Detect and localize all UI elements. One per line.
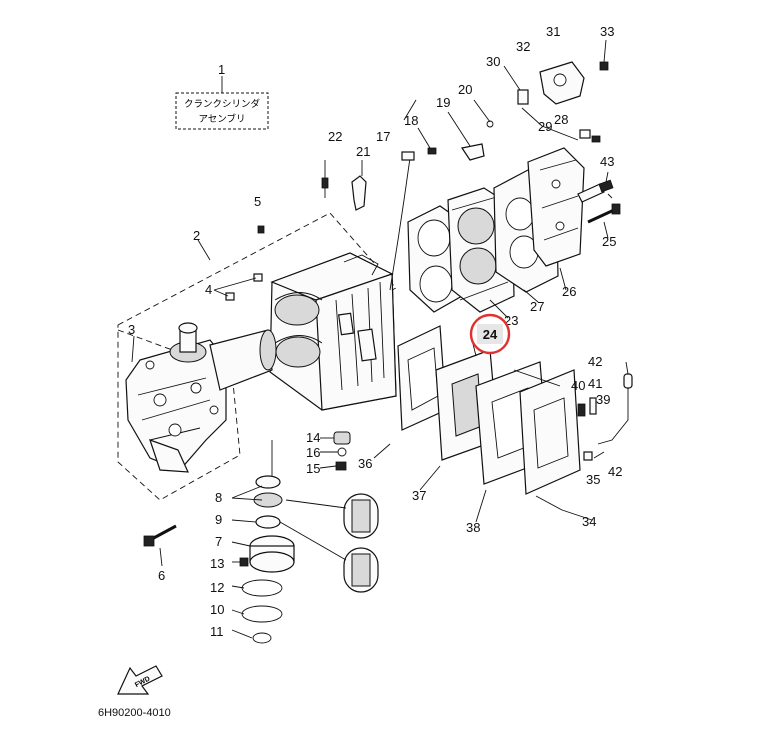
exhaust-cover-34 xyxy=(519,369,581,495)
part-label-16: 16 xyxy=(306,445,320,460)
part-label-15: 15 xyxy=(306,461,320,476)
crankshaft-assembly xyxy=(125,322,277,473)
part-label-12: 12 xyxy=(210,580,224,595)
part-label-14: 14 xyxy=(306,430,320,445)
part-label-2: 2 xyxy=(193,228,200,243)
part-label-13: 13 xyxy=(210,556,224,571)
part-label-21: 21 xyxy=(356,144,370,159)
part-label-43: 43 xyxy=(600,154,614,169)
part-label-37: 37 xyxy=(412,488,426,503)
part-label-9: 9 xyxy=(215,512,222,527)
part-label-38: 38 xyxy=(466,520,480,535)
part-label-30: 30 xyxy=(486,54,500,69)
part-label-41: 41 xyxy=(588,376,602,391)
assembly-label-line1: クランクシリンダ xyxy=(184,98,261,110)
highlighted-part-24[interactable]: 24 xyxy=(469,313,511,355)
part-label-40: 40 xyxy=(571,378,585,393)
head-gasket xyxy=(407,205,463,313)
part-label-42-upper: 42 xyxy=(588,354,602,369)
part-label-27: 27 xyxy=(530,299,544,314)
bolt-25 xyxy=(587,203,621,224)
hose-17 xyxy=(389,151,415,291)
exhaust-gasket-36 xyxy=(397,325,447,431)
part-label-1: 1 xyxy=(218,62,225,77)
part-label-25: 25 xyxy=(602,234,616,249)
part-label-35: 35 xyxy=(586,472,600,487)
spark-plug xyxy=(577,171,614,203)
part-label-29: 29 xyxy=(538,119,552,134)
bolt-18 xyxy=(417,127,437,155)
bolts-39-42 xyxy=(577,361,633,461)
part-label-5: 5 xyxy=(254,194,261,209)
part-label-8: 8 xyxy=(215,490,222,505)
bolt-22 xyxy=(321,160,329,198)
part-label-19: 19 xyxy=(436,95,450,110)
part-label-34: 34 xyxy=(582,514,596,529)
leader-lines xyxy=(131,99,613,639)
part-label-39: 39 xyxy=(596,392,610,407)
assembly-label-line2: アセンブリ xyxy=(198,113,245,125)
assembly-label-box: クランクシリンダ アセンブリ xyxy=(175,76,269,130)
dowel-pins xyxy=(213,225,265,301)
part-label-31: 31 xyxy=(546,24,560,39)
part-label-6: 6 xyxy=(158,568,165,583)
catalog-code: 6H90200-4010 xyxy=(98,707,171,719)
bearing-detail xyxy=(279,493,379,593)
part-label-36: 36 xyxy=(358,456,372,471)
assembly-outline xyxy=(117,212,397,501)
part-label-18: 18 xyxy=(404,113,418,128)
part-label-24: 24 xyxy=(483,327,498,342)
part-label-20: 20 xyxy=(458,82,472,97)
part-label-22: 22 xyxy=(328,129,342,144)
cylinder-block xyxy=(269,252,397,411)
head-cover-26 xyxy=(527,147,585,267)
part-label-7: 7 xyxy=(215,534,222,549)
bolt-6 xyxy=(143,524,177,567)
part-label-32: 32 xyxy=(516,39,530,54)
crank-lower-parts xyxy=(239,431,351,644)
part-label-3: 3 xyxy=(128,322,135,337)
part-label-26: 26 xyxy=(562,284,576,299)
bracket-19 xyxy=(447,99,494,161)
part-label-4: 4 xyxy=(205,282,212,297)
thermostat-parts xyxy=(503,39,609,143)
highlight-fill xyxy=(477,324,503,344)
clamp-21 xyxy=(351,160,367,211)
part-label-11: 11 xyxy=(210,624,224,639)
part-label-42-lower: 42 xyxy=(608,464,622,479)
part-label-17: 17 xyxy=(376,129,390,144)
part-label-33: 33 xyxy=(600,24,614,39)
part-label-28: 28 xyxy=(554,112,568,127)
part-labels: 1 2 3 4 5 6 7 8 9 10 11 12 13 14 15 16 1… xyxy=(128,24,622,639)
part-label-10: 10 xyxy=(210,602,224,617)
fwd-arrow: FWD xyxy=(117,665,163,695)
